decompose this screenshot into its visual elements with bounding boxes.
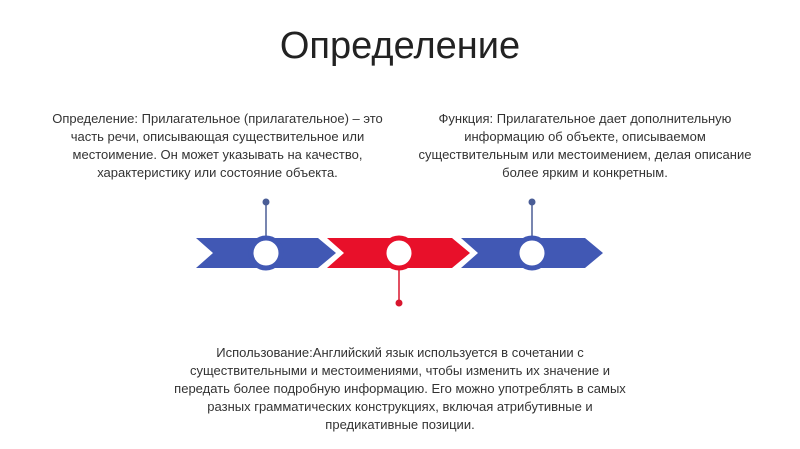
node-middle [381, 235, 417, 271]
pin-dot-right [528, 198, 536, 206]
function-text: Функция: Прилагательное дает дополнитель… [418, 111, 752, 180]
slide-title: Определение [279, 25, 521, 67]
definition-text: Определение: Прилагательное (прилагатель… [52, 111, 383, 180]
usage-text: Использование:Английский язык использует… [174, 345, 626, 432]
pin-dot-middle [395, 299, 403, 307]
node-right [514, 235, 550, 271]
pin-dot-left [262, 198, 270, 206]
node-left [248, 235, 284, 271]
